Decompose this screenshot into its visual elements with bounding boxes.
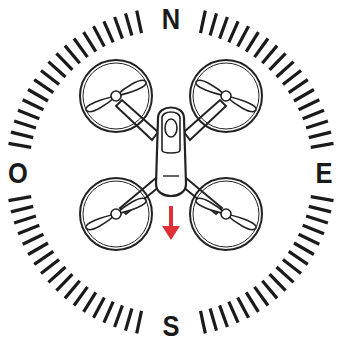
tick-mark (9, 143, 32, 147)
tick-mark (137, 311, 142, 334)
tick-mark (277, 267, 294, 282)
tick-mark (23, 234, 44, 244)
tick-mark (65, 281, 80, 299)
tick-mark (262, 46, 277, 64)
drone-body (156, 108, 186, 197)
tick-mark (28, 243, 48, 255)
compass-letter: E (315, 158, 332, 188)
tick-mark (311, 143, 334, 147)
tick-mark (9, 197, 32, 201)
tick-mark (94, 297, 105, 317)
tick-mark (309, 206, 331, 212)
tick-mark (41, 259, 59, 273)
tick-mark (229, 21, 238, 42)
tick-mark (34, 80, 53, 93)
tick-mark (270, 274, 286, 291)
tick-mark (255, 287, 269, 306)
tick-mark (65, 46, 80, 64)
tick-mark (238, 297, 249, 317)
tick-mark (48, 267, 65, 282)
tick-mark (303, 225, 324, 234)
tick-mark (303, 110, 324, 119)
rotor (80, 60, 152, 132)
tick-mark (306, 216, 328, 223)
tick-mark (299, 100, 320, 110)
compass-letter: N (162, 4, 180, 34)
tick-mark (299, 234, 320, 244)
tick-mark (23, 100, 44, 110)
tick-mark (283, 70, 301, 84)
compass-letter: O (8, 158, 28, 188)
rotor (190, 60, 262, 132)
tick-mark (309, 132, 331, 138)
tick-mark (246, 292, 258, 312)
rotor (190, 178, 262, 250)
tick-mark (11, 206, 33, 212)
tick-mark (18, 225, 39, 234)
tick-mark (306, 121, 328, 128)
tick-mark (283, 259, 301, 273)
tick-mark (238, 26, 249, 46)
tick-mark (14, 121, 36, 128)
rotor (80, 178, 152, 250)
tick-mark (246, 32, 258, 52)
tick-mark (18, 110, 39, 119)
tick-mark (115, 17, 123, 39)
tick-mark (74, 39, 88, 58)
compass-ticks (9, 11, 334, 334)
tick-mark (210, 13, 216, 35)
compass-letter: S (162, 311, 179, 341)
tick-mark (104, 302, 113, 323)
tick-mark (56, 53, 72, 70)
tick-mark (34, 251, 53, 264)
tick-mark (262, 281, 277, 299)
tick-mark (56, 274, 72, 291)
tick-mark (289, 251, 308, 264)
tick-mark (74, 287, 88, 306)
tick-mark (294, 90, 314, 102)
tick-mark (14, 216, 36, 223)
tick-mark (294, 243, 314, 255)
tick-mark (84, 292, 96, 312)
tick-mark (94, 26, 105, 46)
tick-mark (126, 13, 132, 35)
tick-mark (220, 305, 228, 327)
direction-arrow (162, 206, 180, 240)
tick-mark (41, 70, 59, 84)
tick-mark (270, 53, 286, 70)
tick-mark (11, 132, 33, 138)
tick-mark (255, 39, 269, 58)
tick-mark (201, 311, 206, 334)
tick-mark (104, 21, 113, 42)
tick-mark (220, 17, 228, 39)
tick-mark (48, 62, 65, 77)
tick-mark (115, 305, 123, 327)
tick-mark (137, 11, 142, 33)
tick-mark (277, 62, 294, 77)
tick-mark (229, 302, 238, 323)
tick-mark (311, 197, 334, 201)
tick-mark (210, 309, 216, 331)
tick-mark (126, 309, 132, 331)
tick-mark (289, 80, 308, 93)
drone-arms (116, 100, 226, 214)
tick-mark (201, 11, 206, 33)
tick-mark (28, 90, 48, 102)
tick-mark (84, 32, 96, 52)
